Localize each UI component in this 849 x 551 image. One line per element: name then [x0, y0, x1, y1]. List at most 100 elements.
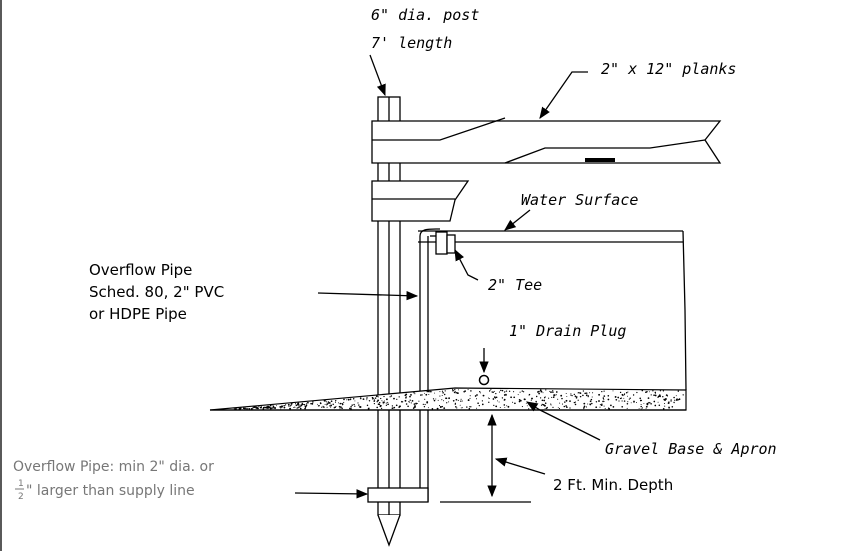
gravel-speck [380, 407, 383, 410]
gravel-speck [377, 399, 380, 402]
gravel-speck [307, 401, 309, 404]
gravel-speck [422, 403, 424, 405]
gravel-speck [454, 391, 456, 393]
gravel-speck [518, 398, 521, 401]
gravel-speck [541, 399, 544, 402]
gravel-speck [304, 405, 307, 408]
gravel-speck [526, 405, 528, 407]
depth-dimension [440, 413, 531, 503]
gravel-speck [413, 406, 415, 408]
gravel-speck [519, 391, 521, 393]
gravel-speck [301, 403, 304, 406]
gravel-speck [405, 393, 408, 396]
gravel-speck [521, 406, 523, 408]
gravel-speck [424, 392, 426, 394]
gravel-speck [470, 390, 472, 392]
gravel-speck [505, 394, 507, 396]
gravel-speck [476, 407, 478, 409]
gravel-speck [405, 403, 408, 405]
gravel-speck [289, 407, 292, 410]
overflow-label-line3: or HDPE Pipe [89, 305, 187, 323]
gravel-speck [468, 408, 471, 410]
gravel-speck [574, 395, 577, 398]
gravel-speck [546, 406, 548, 409]
gravel-speck [535, 401, 537, 403]
gravel-speck [552, 390, 554, 392]
gravel-speck [610, 404, 612, 407]
gravel-speck [359, 406, 362, 408]
gravel-speck [392, 407, 394, 409]
gravel-speck [350, 408, 352, 410]
gravel-speck [234, 408, 237, 410]
gravel-speck [595, 406, 598, 409]
gravel-speck [350, 406, 352, 408]
gravel-speck [565, 393, 567, 394]
supply-note-line1: Overflow Pipe: min 2" dia. or [13, 459, 214, 475]
gravel-speck [584, 392, 587, 395]
gravel-speck [550, 403, 552, 405]
gravel-speck [335, 405, 337, 407]
gravel-speck [299, 406, 301, 408]
gravel-speck [583, 408, 585, 410]
gravel-speck [455, 406, 457, 408]
gravel-speck [518, 400, 521, 403]
gravel-speck [271, 407, 273, 409]
gravel-speck [263, 406, 266, 409]
gravel-speck [452, 399, 455, 402]
gravel-speck [579, 395, 582, 398]
supply-note-fraction-numerator: 1 [18, 479, 24, 489]
gravel-speck [573, 393, 575, 396]
gravel-speck [269, 406, 271, 409]
gravel-speck [272, 405, 274, 407]
gravel-speck [455, 398, 458, 401]
gravel-speck [330, 404, 333, 407]
gravel-speck [311, 402, 314, 405]
supply-note-line2: " larger than supply line [26, 483, 195, 499]
gravel-speck [439, 391, 441, 393]
gravel-speck [373, 399, 376, 401]
gravel-speck [541, 403, 543, 406]
gravel-speck [454, 402, 457, 405]
gravel-speck [441, 394, 443, 397]
gravel-speck [662, 407, 665, 410]
gravel-speck [577, 399, 579, 401]
gravel-speck [671, 406, 674, 408]
gravel-speck [676, 399, 678, 401]
gravel-speck [495, 405, 498, 408]
gravel-speck [539, 389, 542, 392]
gravel-speck [589, 400, 592, 403]
gravel-speck [668, 406, 670, 408]
gravel-speck [638, 407, 640, 409]
gravel-speck [505, 390, 508, 392]
gravel-speck [375, 395, 378, 398]
gravel-speck [373, 402, 376, 405]
gravel-speck [285, 404, 287, 406]
gravel-speck [640, 405, 642, 408]
gravel-speck [387, 401, 389, 403]
gravel-speck [626, 402, 629, 405]
gravel-speck [340, 406, 342, 408]
gravel-speck [537, 391, 539, 393]
gravel-speck [498, 401, 500, 403]
gravel-speck [281, 406, 283, 408]
gravel-speck [503, 394, 506, 396]
gravel-speck [467, 399, 470, 402]
gravel-speck [296, 404, 298, 407]
gravel-speck [488, 401, 490, 403]
gravel-speck [574, 401, 577, 403]
gravel-speck [570, 395, 572, 396]
gravel-speck [376, 401, 378, 403]
gravel-speck [404, 399, 407, 402]
gravel-speck [459, 404, 461, 406]
gravel-speck [587, 395, 589, 398]
gravel-speck [357, 402, 359, 404]
gravel-speck [602, 400, 604, 403]
gravel-speck [373, 400, 375, 403]
gravel-speck [603, 395, 606, 397]
gravel-speck [269, 404, 272, 407]
gravel-speck [648, 401, 650, 404]
gravel-speck [405, 396, 407, 398]
gravel-speck [555, 394, 557, 396]
gravel-speck [659, 395, 661, 398]
